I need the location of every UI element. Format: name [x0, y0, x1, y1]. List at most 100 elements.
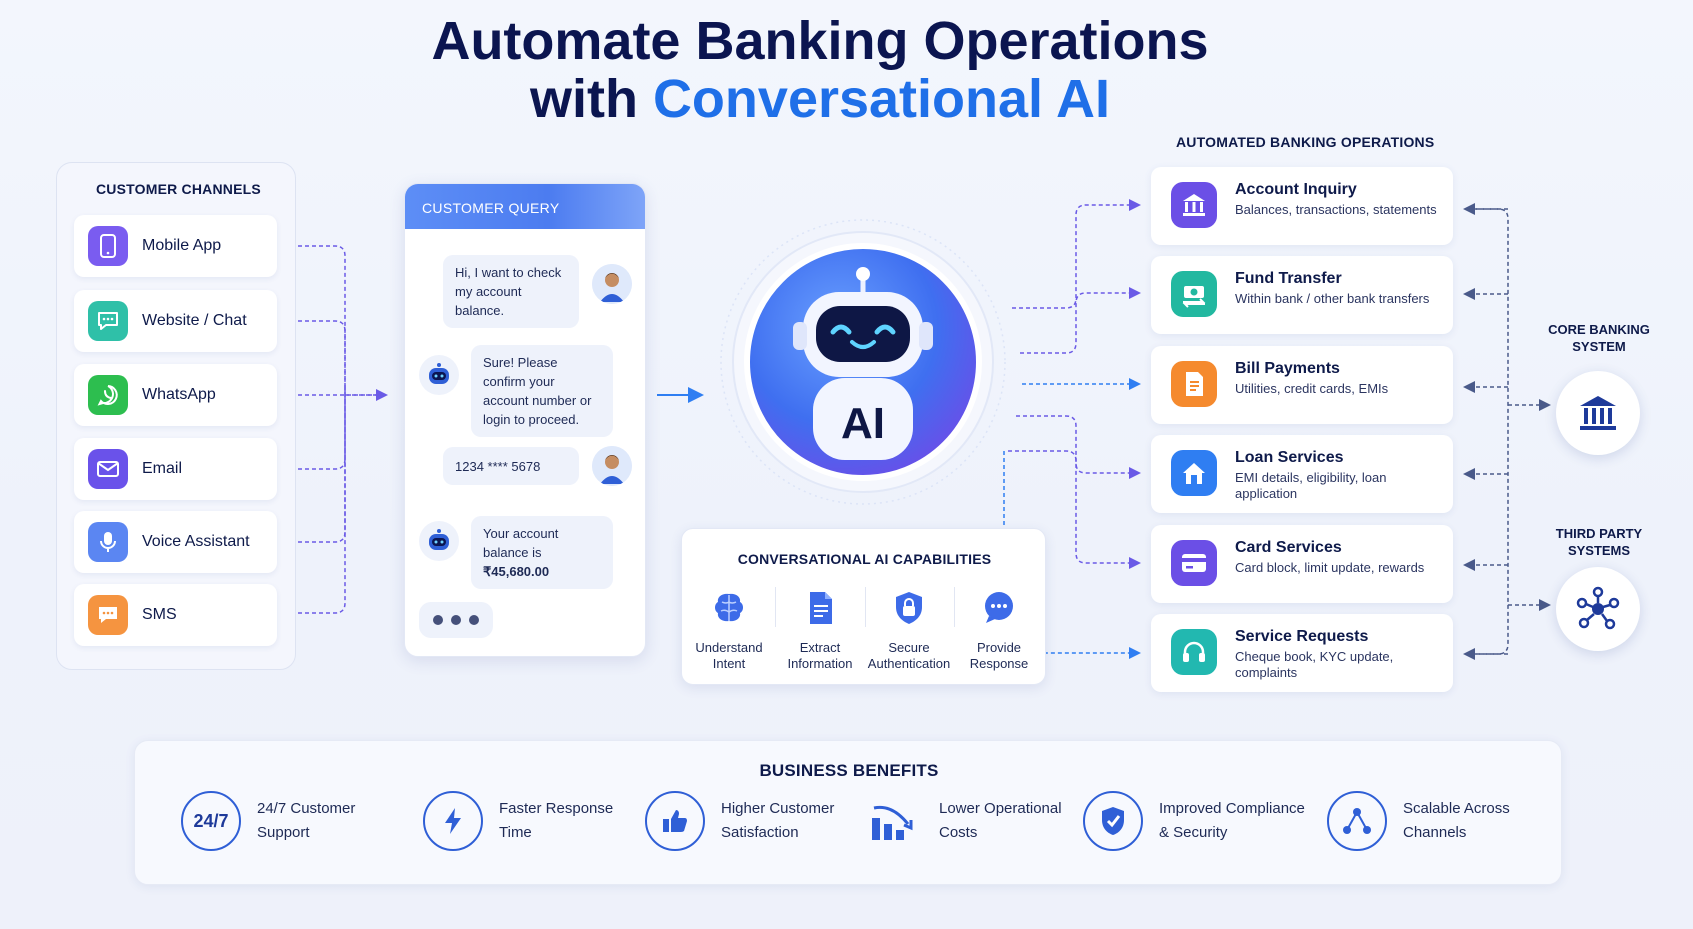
- chat-heading: CUSTOMER QUERY: [405, 184, 645, 229]
- benefit-label: 24/7 Customer Support: [257, 800, 356, 841]
- operation-title: Service Requests: [1235, 628, 1369, 645]
- operation-title: Card Services: [1235, 539, 1342, 556]
- cost-down-icon: [863, 791, 923, 851]
- channel-label: WhatsApp: [142, 386, 216, 403]
- bank-icon: [1580, 396, 1616, 430]
- benefit-faster-response: Faster Response Time: [423, 791, 649, 851]
- operation-description: Within bank / other bank transfers: [1235, 291, 1430, 306]
- ai-capabilities-panel: CONVERSATIONAL AI CAPABILITIES Understan…: [681, 528, 1046, 685]
- capabilities-heading: CONVERSATIONAL AI CAPABILITIES: [737, 551, 992, 567]
- chat-icon: [88, 301, 128, 341]
- core-banking-system: [1556, 371, 1640, 455]
- operation-title: Fund Transfer: [1235, 270, 1342, 287]
- operations-heading: AUTOMATED BANKING OPERATIONS: [1176, 134, 1435, 150]
- card-icon: [1171, 540, 1217, 586]
- operation-description: Cheque book, KYC update, complaints: [1235, 649, 1394, 680]
- capability-understand-intent: Understand Intent: [684, 589, 774, 672]
- operation-description: EMI details, eligibility, loan applicati…: [1235, 470, 1387, 501]
- operation-service-requests[interactable]: Service Requests Cheque book, KYC update…: [1151, 614, 1453, 692]
- channel-email[interactable]: Email: [74, 438, 277, 500]
- operation-account-inquiry[interactable]: Account Inquiry Balances, transactions, …: [1151, 167, 1453, 245]
- title-line-1: Automate Banking Operations: [431, 11, 1209, 71]
- ai-label: AI: [841, 399, 885, 448]
- user-avatar: [592, 264, 632, 304]
- operation-loan-services[interactable]: Loan Services EMI details, eligibility, …: [1151, 435, 1453, 513]
- benefit-scalable-channels: Scalable Across Channels: [1327, 791, 1553, 851]
- user-message: 1234 **** 5678: [443, 447, 579, 485]
- lock-shield-icon: [896, 592, 922, 624]
- document-icon: [810, 592, 832, 624]
- whatsapp-icon: [88, 375, 128, 415]
- channel-sms[interactable]: SMS: [74, 584, 277, 646]
- chat-bubble-icon: [985, 592, 1013, 623]
- mobile-icon: [88, 226, 128, 266]
- benefit-label: Scalable Across Channels: [1403, 800, 1510, 841]
- headset-icon: [1171, 629, 1217, 675]
- money-transfer-icon: [1171, 271, 1217, 317]
- operation-description: Utilities, credit cards, EMIs: [1235, 381, 1389, 396]
- bot-message: Sure! Please confirm your account number…: [471, 345, 613, 437]
- operation-description: Balances, transactions, statements: [1235, 202, 1437, 217]
- channel-label: SMS: [142, 606, 177, 623]
- channel-label: Voice Assistant: [142, 533, 250, 550]
- channel-mobile-app[interactable]: Mobile App: [74, 215, 277, 277]
- network-icon: [1327, 791, 1387, 851]
- channel-website-chat[interactable]: Website / Chat: [74, 290, 277, 352]
- capability-label: Extract Information: [787, 640, 853, 671]
- title-line-2: with Conversational AI: [529, 69, 1111, 129]
- benefit-lower-costs: Lower Operational Costs: [863, 791, 1089, 851]
- channel-whatsapp[interactable]: WhatsApp: [74, 364, 277, 426]
- sms-icon: [88, 595, 128, 635]
- ai-robot-hub: AI: [720, 219, 1006, 505]
- operation-title: Bill Payments: [1235, 360, 1340, 377]
- bot-message: Your account balance is ₹45,680.00: [471, 516, 613, 589]
- customer-query-chat: CUSTOMER QUERY Hi, I want to check my ac…: [404, 183, 646, 657]
- user-avatar: [592, 446, 632, 486]
- core-banking-label: CORE BANKING SYSTEM: [1548, 322, 1650, 354]
- user-message: Hi, I want to check my account balance.: [443, 255, 579, 328]
- business-benefits-panel: BUSINESS BENEFITS 24/7 24/7 Customer Sup…: [134, 740, 1562, 885]
- operation-bill-payments[interactable]: Bill Payments Utilities, credit cards, E…: [1151, 346, 1453, 424]
- operation-title: Account Inquiry: [1235, 181, 1357, 198]
- benefits-heading: BUSINESS BENEFITS: [759, 761, 939, 780]
- channel-voice-assistant[interactable]: Voice Assistant: [74, 511, 277, 573]
- bank-icon: [1171, 182, 1217, 228]
- microphone-icon: [88, 522, 128, 562]
- brain-icon: [715, 593, 743, 622]
- typing-indicator: [419, 602, 493, 638]
- channel-label: Email: [142, 460, 183, 477]
- page-title: Automate Banking Operations with Convers…: [0, 12, 1640, 128]
- network-hub-icon: [1576, 586, 1620, 630]
- channel-label: Website / Chat: [142, 312, 247, 329]
- bot-avatar: [419, 521, 459, 561]
- benefit-higher-satisfaction: Higher Customer Satisfaction: [645, 791, 871, 851]
- capability-secure-authentication: Secure Authentication: [864, 589, 954, 672]
- capability-provide-response: Provide Response: [954, 589, 1044, 672]
- capability-label: Provide Response: [969, 640, 1029, 671]
- third-party-systems: [1556, 567, 1640, 651]
- benefit-compliance-security: Improved Compliance & Security: [1083, 791, 1319, 851]
- email-icon: [88, 449, 128, 489]
- operation-fund-transfer[interactable]: Fund Transfer Within bank / other bank t…: [1151, 256, 1453, 334]
- capability-label: Understand Intent: [695, 640, 763, 671]
- shield-check-icon: [1083, 791, 1143, 851]
- operation-title: Loan Services: [1235, 449, 1344, 466]
- benefit-label: Lower Operational Costs: [939, 800, 1062, 841]
- lightning-icon: [423, 791, 483, 851]
- capability-extract-information: Extract Information: [775, 589, 865, 672]
- benefit-label: Higher Customer Satisfaction: [721, 800, 835, 841]
- bill-icon: [1171, 361, 1217, 407]
- house-icon: [1171, 450, 1217, 496]
- channels-heading: CUSTOMER CHANNELS: [96, 181, 261, 197]
- bot-avatar: [419, 355, 459, 395]
- 24-7-icon: 24/7: [181, 791, 241, 851]
- benefit-24-7-support: 24/7 24/7 Customer Support: [181, 791, 407, 851]
- channel-label: Mobile App: [142, 237, 222, 254]
- benefit-label: Faster Response Time: [499, 800, 614, 841]
- thumbs-up-icon: [645, 791, 705, 851]
- operation-card-services[interactable]: Card Services Card block, limit update, …: [1151, 525, 1453, 603]
- operation-description: Card block, limit update, rewards: [1235, 560, 1425, 575]
- capability-label: Secure Authentication: [867, 640, 951, 671]
- third-party-label: THIRD PARTY SYSTEMS: [1555, 526, 1643, 558]
- benefit-label: Improved Compliance & Security: [1159, 800, 1305, 841]
